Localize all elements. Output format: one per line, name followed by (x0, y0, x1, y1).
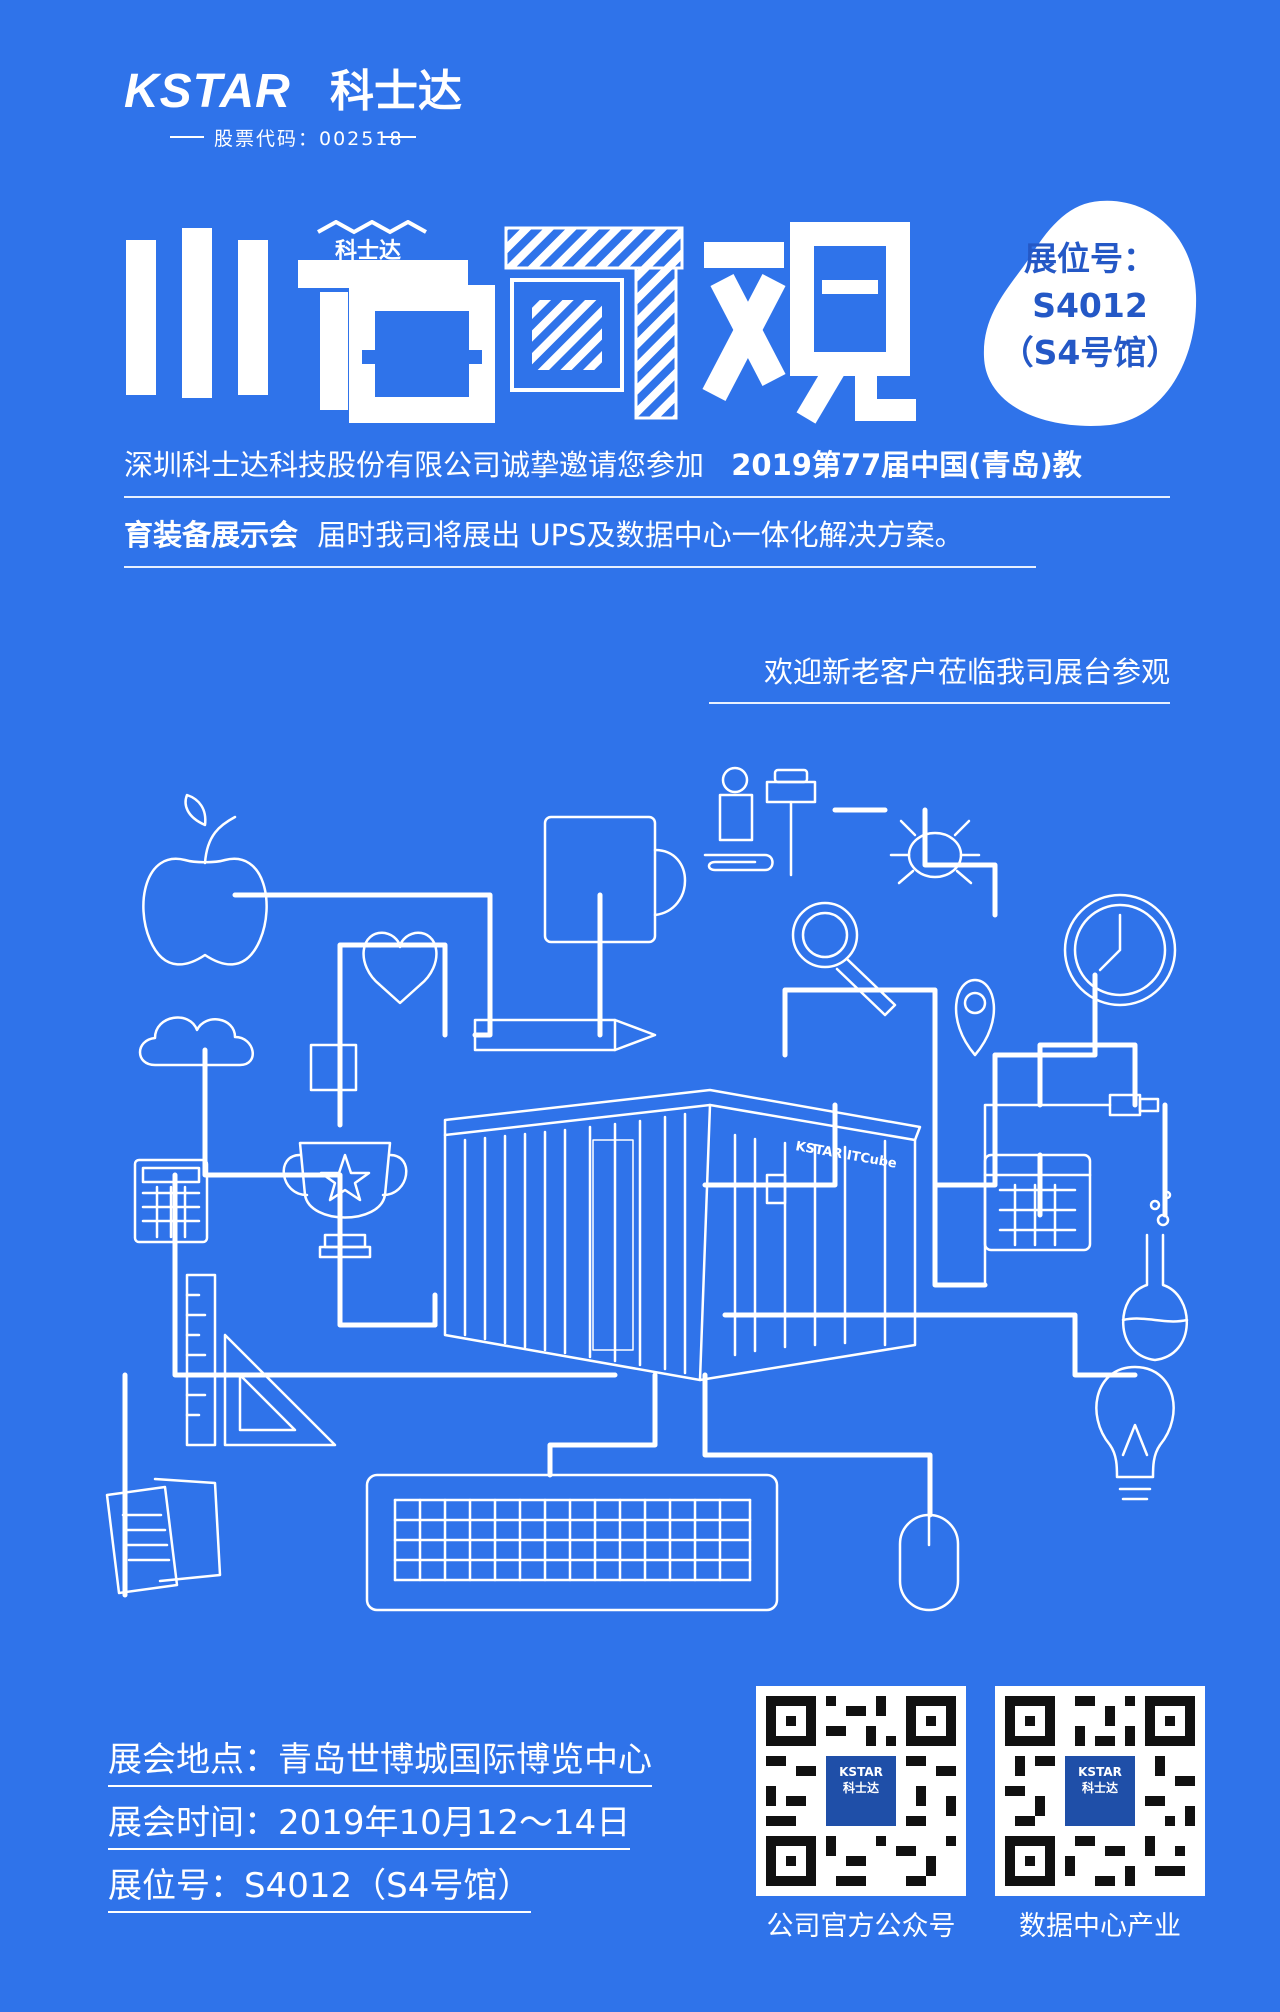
stock-line-left (170, 136, 204, 138)
qr-code-datacenter[interactable]: KSTAR 科士达 (995, 1686, 1205, 1896)
flask-icon (1121, 1190, 1189, 1362)
hero-char-0: 川 (122, 220, 123, 221)
container-datacenter-icon: KSTAR ITCube (443, 1088, 922, 1382)
location-pin-icon (954, 978, 996, 1057)
qr-logo-2: KSTAR 科士达 (1065, 1764, 1135, 1796)
welcome-underline (709, 702, 1170, 704)
intro-expo-name-1: 2019第77届中国(青岛)教 (731, 448, 1082, 482)
binder-clip-icon (718, 766, 754, 842)
booth-badge-hall: （S4号馆） (1000, 333, 1180, 372)
bug-icon (889, 819, 981, 885)
info-booth: 展位号：S4012（S4号馆） (108, 1863, 532, 1913)
qr-logo-2-top: KSTAR (1078, 1765, 1122, 1779)
mouse-icon (898, 1513, 960, 1612)
brand-logo-text: KSTAR (124, 65, 291, 118)
set-square-icon (223, 1333, 337, 1447)
lightbulb-icon (1095, 1365, 1175, 1501)
network-illustration: KSTAR ITCube (105, 766, 1189, 1612)
qr-pattern-1 (766, 1696, 956, 1886)
booth-badge: 展位号： S4012 （S4号馆） (994, 235, 1186, 376)
intro-underline-2 (124, 566, 1036, 568)
qr-logo-1-bottom: 科士达 (842, 1781, 879, 1795)
hero-title: 川 科士达 (122, 220, 916, 424)
calculator-icon (133, 1158, 209, 1244)
intro-exhibit-text: 届时我司将展出 UPS及数据中心一体化解决方案。 (317, 518, 964, 552)
hero-char-guan (702, 222, 916, 424)
pushpin-icon (765, 768, 817, 877)
brand-logo-cn: 科士达 (330, 66, 462, 117)
apple-icon (142, 793, 268, 966)
qr-logo-1: KSTAR 科士达 (826, 1764, 896, 1796)
intro-underline-1 (124, 496, 1170, 498)
qr-code-official-account[interactable]: KSTAR 科士达 (756, 1686, 966, 1896)
magnifier-icon (791, 901, 897, 1017)
cloud-icon (138, 1016, 254, 1067)
clock-icon (1063, 893, 1177, 1007)
connection-lines (122, 807, 1168, 1598)
booth-badge-number: S4012 (1032, 286, 1148, 325)
qr-logo-2-bottom: 科士达 (1081, 1781, 1118, 1795)
stock-code: 股票代码：002518 (214, 128, 404, 150)
qr-caption-datacenter: 数据中心产业 (1019, 1911, 1181, 1942)
booth-badge-blob (983, 200, 1197, 426)
qr-pattern-2 (1005, 1696, 1195, 1886)
mug-icon (543, 815, 687, 944)
documents-icon (105, 1477, 222, 1595)
qr-caption-official-account: 公司官方公众号 (766, 1911, 956, 1942)
sticky-note-icon (309, 1043, 358, 1092)
welcome-text: 欢迎新老客户莅临我司展台参观 (763, 655, 1170, 689)
paperclip-icon (703, 853, 774, 872)
ruler-icon (185, 1273, 217, 1447)
booth-badge-label: 展位号： (1024, 239, 1156, 278)
trophy-icon (282, 1141, 408, 1259)
info-location: 展会地点：青岛世博城国际博览中心 (108, 1737, 652, 1787)
info-time: 展会时间：2019年10月12～14日 (108, 1800, 631, 1850)
intro-line-1: 深圳科士达科技股份有限公司诚挚邀请您参加 2019第77届中国(青岛)教 (124, 445, 1082, 485)
hero-small-text: 科士达 (335, 239, 401, 264)
intro-company-text: 深圳科士达科技股份有限公司诚挚邀请您参加 (124, 448, 705, 482)
hero-char-ke (504, 226, 684, 420)
pencil-icon (473, 1018, 657, 1052)
qr-logo-1-top: KSTAR (839, 1765, 883, 1779)
intro-expo-name-2: 育装备展示会 (124, 518, 299, 552)
intro-line-2: 育装备展示会 届时我司将展出 UPS及数据中心一体化解决方案。 (124, 515, 964, 555)
hero-char-you: 科士达 (298, 220, 495, 423)
cable-connector-icon (983, 1093, 1160, 1287)
heart-icon (362, 931, 438, 1005)
keyboard-icon (365, 1473, 779, 1612)
hero-char-chuan: 川 (122, 220, 268, 398)
stock-line-right (382, 136, 416, 138)
